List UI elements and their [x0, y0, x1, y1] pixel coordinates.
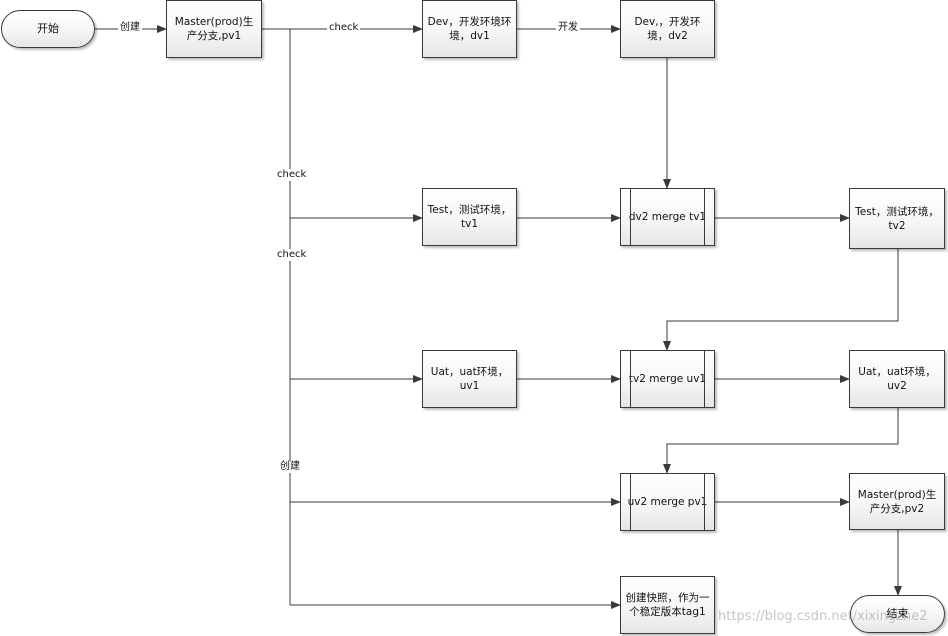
start-node: 开始 — [1, 10, 95, 48]
merge-dv2-tv1-node: dv2 merge tv1 — [620, 188, 715, 246]
uat-uv2-node: Uat，uat环境，uv2 — [849, 350, 945, 408]
edge-uat-uv2-to-merge-uv2-pv1 — [663, 408, 899, 474]
merge-tv2-uv1-label: tv2 merge uv1 — [628, 373, 707, 385]
master-pv1-node: Master(prod)生产分支,pv1 — [166, 0, 262, 58]
uat-uv1-node: Uat，uat环境，uv1 — [422, 350, 517, 408]
edge-label-create: 创建 — [278, 461, 302, 473]
test-tv1-node: Test，测试环境，tv1 — [422, 188, 517, 246]
dev-dv1-node: Dev，开发环境环境，dv1 — [422, 0, 517, 58]
merge-uv2-pv1-node: uv2 merge pv1 — [620, 473, 715, 531]
watermark: https://blog.csdn.net/xixingzhe2 — [718, 609, 928, 624]
merge-dv2-tv1-label: dv2 merge tv1 — [628, 211, 707, 223]
edge-label-develop: 开发 — [556, 22, 580, 34]
merge-uv2-pv1-label: uv2 merge pv1 — [627, 496, 708, 508]
edge-label-create: 创建 — [118, 22, 142, 34]
tag-snapshot-node: 创建快照，作为一个稳定版本tag1 — [620, 576, 715, 634]
merge-tv2-uv1-node: tv2 merge uv1 — [620, 350, 715, 408]
edge-label-check: check — [327, 22, 361, 34]
end-node: 结束 — [850, 595, 945, 633]
edge-label-check: check — [275, 169, 309, 181]
edge-test-tv2-to-merge-tv2-uv1 — [663, 249, 899, 351]
master-pv2-node: Master(prod)生产分支,pv2 — [849, 473, 945, 530]
test-tv2-node: Test，测试环境，tv2 — [849, 188, 945, 249]
edge-label-check: check — [275, 249, 309, 261]
dev-dv2-node: Dev,，开发环境，dv2 — [620, 0, 715, 58]
